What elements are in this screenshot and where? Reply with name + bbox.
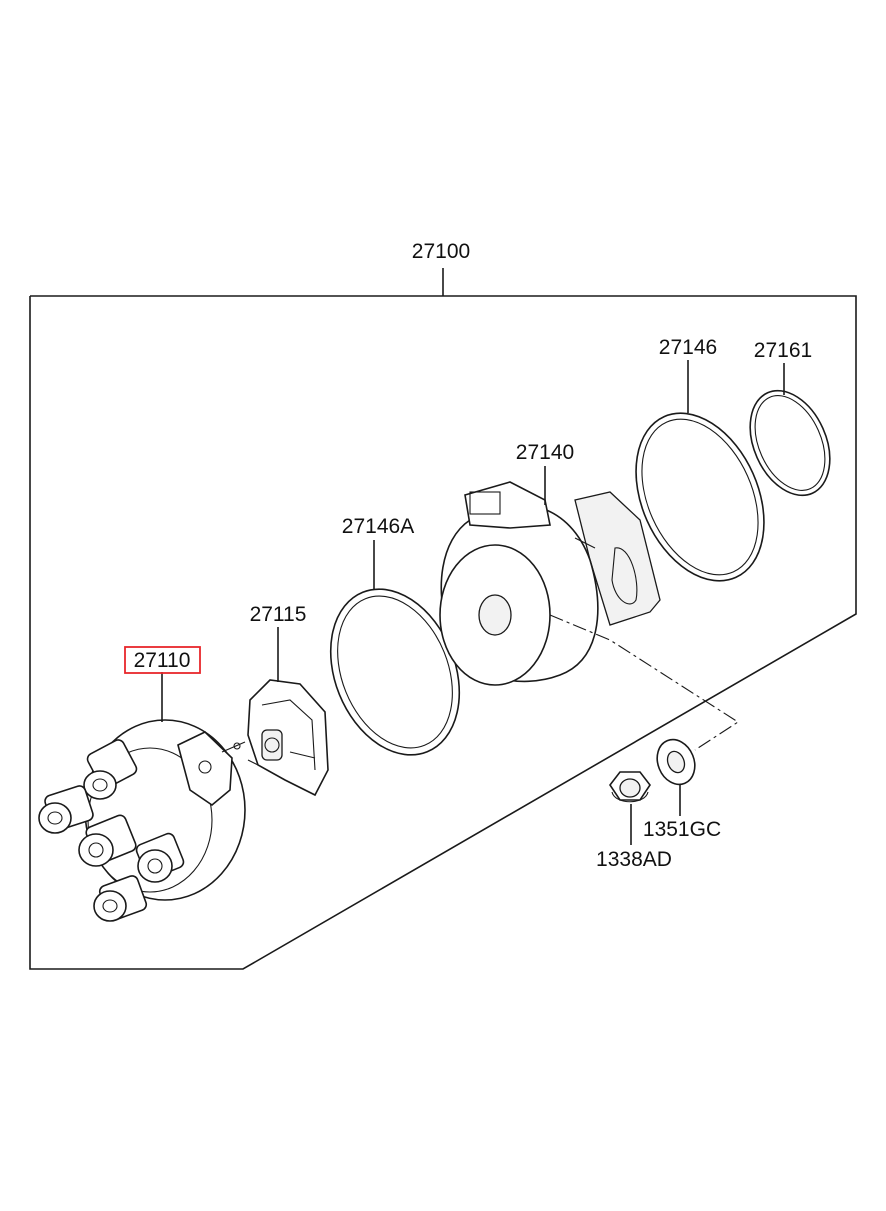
part-label-27115[interactable]: 27115	[250, 603, 307, 626]
part-label-27140[interactable]: 27140	[516, 441, 574, 464]
part-label-1351GC[interactable]: 1351GC	[643, 818, 721, 841]
part-label-27146A[interactable]: 27146A	[342, 515, 414, 538]
washer-part[interactable]	[651, 734, 702, 790]
part-label-27100[interactable]: 27100	[412, 240, 470, 263]
part-label-27146[interactable]: 27146	[659, 336, 717, 359]
seal-part[interactable]	[735, 378, 846, 508]
part-label-1338AD[interactable]: 1338AD	[596, 848, 672, 871]
mounting-centerline	[549, 614, 740, 751]
o-ring-a-part[interactable]	[307, 570, 483, 774]
part-label-27110[interactable]: 27110	[134, 649, 191, 672]
o-ring-part[interactable]	[611, 393, 789, 601]
distributor-cap-part[interactable]	[38, 719, 246, 922]
flange-nut-part[interactable]	[609, 771, 651, 803]
rotor-part[interactable]	[247, 679, 329, 797]
part-label-27161[interactable]: 27161	[754, 339, 812, 362]
highlight-box	[124, 646, 201, 674]
assembly-frame	[29, 295, 857, 970]
distributor-housing-part[interactable]	[439, 481, 661, 686]
